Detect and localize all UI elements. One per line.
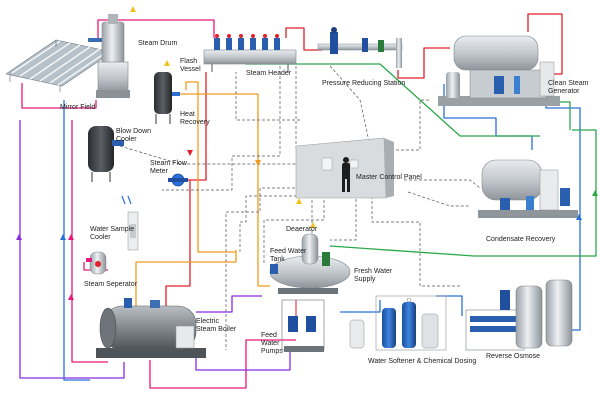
pipe-steam-clean-out (527, 13, 563, 75)
label-blow-down-cooler: Blow Down Cooler (116, 128, 152, 143)
pipe-feed-pumps (195, 352, 291, 371)
pipe-return-clean (443, 84, 533, 150)
pipe-return-left (63, 100, 90, 381)
label-fresh-water-supply: Fresh Water Supply (354, 268, 393, 283)
label-water-softener: Water Softener & Chemical Dosing (368, 358, 477, 365)
label-electric-steam-boiler: Electric Steam Boiler (196, 318, 237, 333)
condensate-recovery (478, 159, 578, 218)
feed-water-pumps (281, 299, 325, 352)
pipe-network (19, 13, 597, 389)
pipe-return-ro (436, 295, 463, 316)
pipe-steam-prs-to-clean (397, 47, 450, 79)
pipe-feed-left (19, 120, 125, 379)
pipe-feed-mid (196, 295, 262, 313)
label-clean-steam-generator: Clean Steam Generator (548, 80, 589, 95)
pipe-hot-flash-loop (185, 81, 236, 253)
operator-figure (342, 157, 350, 192)
water-softener (349, 295, 447, 351)
label-steam-flow-meter: Steam Flow Meter (150, 160, 187, 175)
pipe-condensate-top (246, 63, 540, 137)
pressure-reducing-station (317, 27, 403, 68)
pipe-condensate-to-tank (329, 245, 475, 257)
steam-header (203, 34, 297, 72)
blow-down-cooler (88, 126, 124, 182)
label-steam-drum: Steam Drum (138, 40, 178, 47)
pipe-steam-boiler-up (165, 180, 191, 318)
water-sample-cooler (121, 195, 139, 251)
feed-water-tank (269, 233, 351, 294)
pipe-condensate-clean (560, 101, 571, 130)
label-water-sample-cooler: Water Sample Cooler (90, 226, 135, 241)
pipe-steam-drum-to-header (97, 19, 215, 38)
electric-steam-boiler (96, 298, 206, 358)
pipe-steam-boiler-bottom (149, 339, 296, 389)
label-heat-recovery: Heat Recovery (180, 111, 210, 126)
label-feed-water-tank: Feed Water Tank (270, 248, 307, 263)
pipe-hot-flash (176, 93, 270, 287)
reverse-osmose (465, 279, 573, 351)
pipe-return-softener (340, 300, 381, 313)
flow-arrows (16, 6, 598, 300)
control-signal-lines (119, 65, 481, 350)
label-mirror-field: Mirror Field (60, 104, 96, 111)
steam-separator (86, 251, 107, 275)
pipe-hot-boiler (135, 250, 237, 306)
pipe-steam-mirror-loop (21, 83, 97, 109)
clean-steam-generator (438, 35, 560, 106)
label-reverse-osmose: Reverse Osmose (486, 353, 541, 360)
steam-flow-meter (168, 173, 188, 187)
steam-drum (88, 14, 130, 98)
pipe-steam-riser (186, 72, 207, 181)
label-condensate-recovery: Condensate Recovery (486, 236, 556, 243)
label-pressure-reducing-station: Pressure Reducing Station (322, 80, 406, 87)
master-control-panel (295, 137, 394, 199)
flash-vessel (154, 72, 180, 124)
label-deaerator: Deaerator (286, 226, 318, 233)
label-master-control-panel: Master Control Panel (356, 174, 422, 181)
label-flash-vessel: Flash Vessel (180, 58, 201, 73)
pipe-steam-header-right (285, 27, 322, 51)
pipe-steam-boiler-left (71, 120, 108, 363)
label-steam-header: Steam Header (246, 70, 292, 77)
label-feed-water-pumps: Feed Water Pumps (261, 332, 283, 355)
label-steam-seperator: Steam Seperator (84, 281, 137, 288)
